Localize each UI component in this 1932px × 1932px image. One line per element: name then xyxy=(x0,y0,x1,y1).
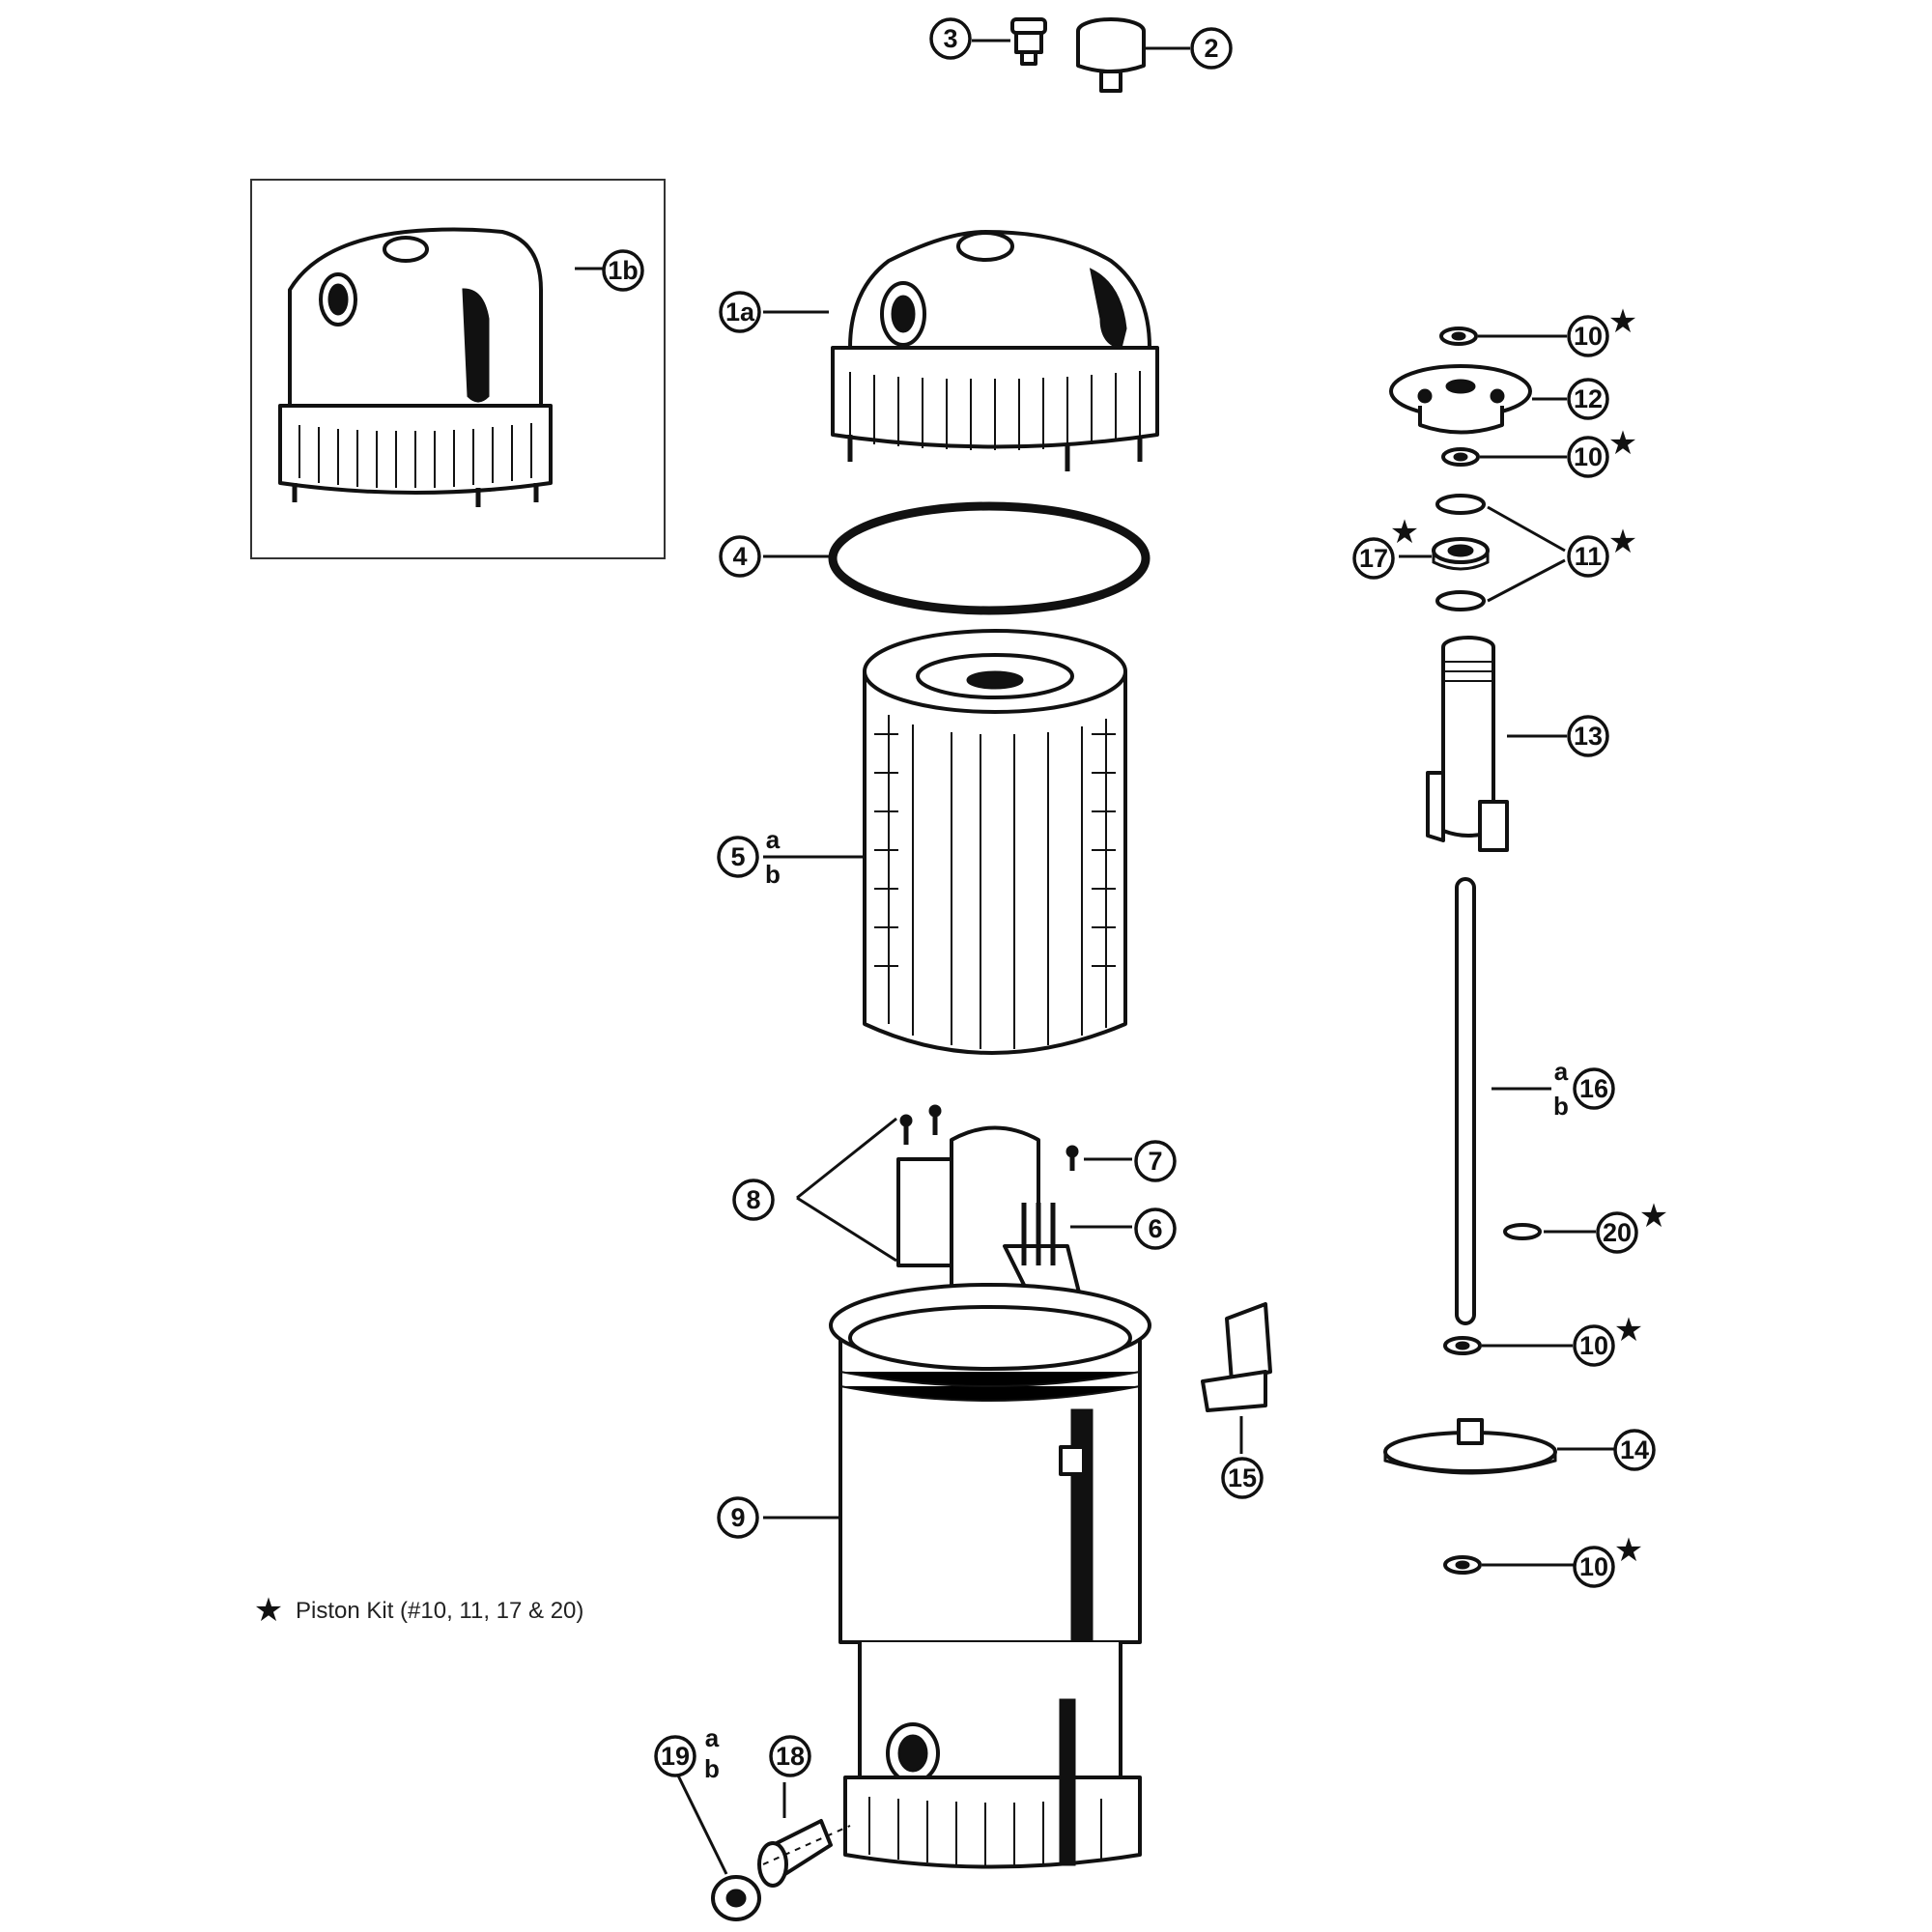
washer-10-third-drawing xyxy=(1443,1336,1482,1355)
star-icon: ★ xyxy=(1608,424,1637,463)
clip-15-drawing xyxy=(1201,1302,1272,1412)
svg-text:1a: 1a xyxy=(725,298,755,327)
callout-2: 2 xyxy=(1190,27,1233,70)
inset-box xyxy=(250,179,666,559)
star-icon: ★ xyxy=(1390,513,1419,552)
svg-text:10: 10 xyxy=(1574,322,1603,351)
callout-12: 12 xyxy=(1567,378,1609,420)
piston-disc-14-drawing xyxy=(1383,1418,1557,1475)
oring-11-lower-drawing xyxy=(1435,590,1486,611)
svg-text:15: 15 xyxy=(1228,1463,1257,1492)
svg-text:20: 20 xyxy=(1603,1218,1632,1247)
legend-text: Piston Kit (#10, 11, 17 & 20) xyxy=(296,1598,583,1624)
callout-5: 5 a b xyxy=(717,825,781,889)
leader-8 xyxy=(796,1117,897,1263)
callout-10-third: 10 ★ xyxy=(1573,1311,1643,1367)
leader-11 xyxy=(1487,505,1566,603)
callout-14: 14 xyxy=(1613,1429,1656,1471)
callout-1b: 1b xyxy=(602,249,644,292)
sub-label-16a: a xyxy=(1554,1057,1569,1086)
svg-text:7: 7 xyxy=(1148,1147,1162,1176)
callout-20: 20 ★ xyxy=(1596,1197,1668,1254)
svg-text:5: 5 xyxy=(730,842,745,871)
svg-text:8: 8 xyxy=(746,1185,760,1214)
elbow-18-drawing xyxy=(757,1819,833,1888)
callout-16: 16 a b xyxy=(1553,1057,1615,1121)
assembly-dash-line xyxy=(762,1825,851,1865)
oring-4-drawing xyxy=(828,501,1151,615)
svg-text:13: 13 xyxy=(1574,722,1603,751)
lid-1a-drawing xyxy=(831,230,1159,471)
part-3-drawing xyxy=(1010,17,1047,66)
svg-text:17: 17 xyxy=(1359,544,1388,573)
oring-20-drawing xyxy=(1503,1223,1542,1240)
svg-text:10: 10 xyxy=(1574,442,1603,471)
callout-3: 3 xyxy=(929,17,972,60)
tank-9-drawing xyxy=(829,1283,1151,1869)
svg-text:9: 9 xyxy=(730,1503,745,1532)
svg-text:14: 14 xyxy=(1620,1435,1649,1464)
svg-text:11: 11 xyxy=(1575,542,1603,571)
star-icon: ★ xyxy=(1608,523,1637,561)
star-icon: ★ xyxy=(1614,1531,1643,1570)
svg-text:4: 4 xyxy=(732,542,747,571)
screws-8-drawing xyxy=(899,1104,942,1145)
plug-19-drawing xyxy=(711,1875,761,1921)
svg-text:6: 6 xyxy=(1148,1214,1162,1243)
svg-text:2: 2 xyxy=(1204,34,1218,63)
svg-text:19: 19 xyxy=(661,1742,690,1771)
callout-10-second: 10 ★ xyxy=(1567,424,1637,478)
cartridge-5-drawing xyxy=(863,629,1127,1055)
piston-13-drawing xyxy=(1426,636,1509,852)
callout-6: 6 xyxy=(1134,1208,1177,1250)
callout-7: 7 xyxy=(1134,1140,1177,1182)
callout-15: 15 xyxy=(1221,1457,1264,1499)
svg-text:10: 10 xyxy=(1579,1331,1608,1360)
callout-11: 11 ★ xyxy=(1567,523,1637,578)
sub-label-19b: b xyxy=(704,1754,720,1783)
svg-text:1b: 1b xyxy=(608,256,639,285)
callout-19: 19 a b xyxy=(654,1723,720,1783)
sub-label-16b: b xyxy=(1553,1092,1569,1121)
sub-label-19a: a xyxy=(705,1723,720,1752)
star-icon: ★ xyxy=(1639,1197,1668,1236)
svg-text:12: 12 xyxy=(1574,384,1603,413)
bearing-17-drawing xyxy=(1432,537,1490,571)
cap-12-drawing xyxy=(1389,364,1532,435)
callout-10-bottom: 10 ★ xyxy=(1573,1531,1643,1588)
svg-text:3: 3 xyxy=(943,24,957,53)
oring-11-upper-drawing xyxy=(1435,494,1486,515)
callout-4: 4 xyxy=(719,535,761,578)
screw-7-drawing xyxy=(1065,1145,1079,1171)
sub-label-5a: a xyxy=(766,825,781,854)
washer-10-bottom-drawing xyxy=(1443,1555,1482,1575)
sub-label-5b: b xyxy=(765,860,781,889)
star-icon: ★ xyxy=(1614,1311,1643,1350)
leader-19 xyxy=(676,1775,728,1875)
callout-13: 13 xyxy=(1567,715,1609,757)
callout-18: 18 xyxy=(769,1735,811,1777)
callout-1a: 1a xyxy=(719,291,761,333)
lid-1b-drawing xyxy=(278,227,553,507)
rod-16-drawing xyxy=(1455,877,1476,1325)
svg-text:10: 10 xyxy=(1579,1552,1608,1581)
svg-text:16: 16 xyxy=(1579,1074,1608,1103)
callout-8: 8 xyxy=(732,1179,775,1221)
svg-text:18: 18 xyxy=(776,1742,805,1771)
legend-piston-kit: ★ Piston Kit (#10, 11, 17 & 20) xyxy=(254,1591,584,1630)
washer-10-top-drawing xyxy=(1439,327,1478,346)
part-2-drawing xyxy=(1076,17,1146,93)
callout-17: 17 ★ xyxy=(1352,513,1419,580)
callout-10-top: 10 ★ xyxy=(1567,302,1637,357)
legend-star-icon: ★ xyxy=(254,1591,283,1630)
star-icon: ★ xyxy=(1608,302,1637,341)
washer-10-second-drawing xyxy=(1441,447,1480,467)
callout-9: 9 xyxy=(717,1496,759,1539)
